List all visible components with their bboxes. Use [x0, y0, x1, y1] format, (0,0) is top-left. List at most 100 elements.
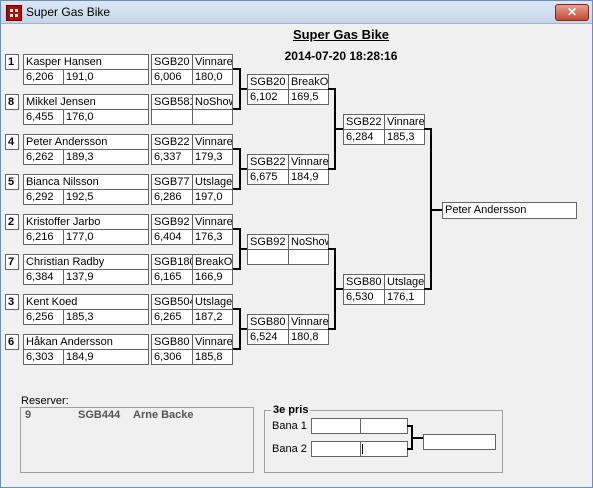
r3-speed-field[interactable]: 176,1: [384, 289, 425, 305]
r2-status-field[interactable]: NoShow: [288, 234, 329, 250]
third-prize-winner-field[interactable]: [423, 434, 496, 450]
heat-status-field[interactable]: BreakOut: [192, 254, 233, 270]
heat-time-field[interactable]: 6,006: [151, 69, 193, 85]
winner-field[interactable]: Peter Andersson: [442, 202, 577, 219]
lane2-label: Bana 2: [272, 443, 307, 455]
rider-time-field[interactable]: 6,256: [23, 309, 64, 325]
bracket-connector: [328, 248, 336, 250]
r3-code-field[interactable]: SGB22: [343, 114, 385, 130]
heat-time-field[interactable]: 6,286: [151, 189, 193, 205]
rider-time-field[interactable]: 6,384: [23, 269, 64, 285]
rider-speed-field[interactable]: 176,0: [63, 109, 149, 125]
rider-speed-field[interactable]: 184,9: [63, 349, 149, 365]
heat-time-field[interactable]: 6,265: [151, 309, 193, 325]
bike-code-field[interactable]: SGB77: [151, 174, 193, 190]
r3-status-field[interactable]: Utslagen: [384, 274, 425, 290]
bike-code-field[interactable]: SGB22: [151, 134, 193, 150]
bike-code-field[interactable]: SGB20: [151, 54, 193, 70]
r2-speed-field[interactable]: [288, 249, 329, 265]
bracket-connector: [328, 88, 336, 90]
r2-speed-field[interactable]: 184,9: [288, 169, 329, 185]
third-prize-label: 3e pris: [271, 404, 311, 416]
r2-status-field[interactable]: Vinnare: [288, 154, 329, 170]
heat-time-field[interactable]: 6,306: [151, 349, 193, 365]
r2-status-field[interactable]: BreakOut: [288, 74, 329, 90]
heat-status-field[interactable]: Vinnare: [192, 214, 233, 230]
rider-speed-field[interactable]: 185,3: [63, 309, 149, 325]
heat-status-field[interactable]: NoShow: [192, 94, 233, 110]
rider-name-field[interactable]: Kent Koed: [23, 294, 149, 310]
r2-code-field[interactable]: SGB22: [247, 154, 289, 170]
rider-time-field[interactable]: 6,262: [23, 149, 64, 165]
bike-code-field[interactable]: SGB92: [151, 214, 193, 230]
rider-time-field[interactable]: 6,455: [23, 109, 64, 125]
rider-speed-field[interactable]: 177,0: [63, 229, 149, 245]
heat-speed-field[interactable]: 180,0: [192, 69, 233, 85]
text-cursor: [362, 444, 363, 454]
r2-time-field[interactable]: 6,102: [247, 89, 289, 105]
heat-status-field[interactable]: Utslagen: [192, 174, 233, 190]
rider-speed-field[interactable]: 191,0: [63, 69, 149, 85]
rider-name-field[interactable]: Mikkel Jensen: [23, 94, 149, 110]
bike-code-field[interactable]: SGB504: [151, 294, 193, 310]
heat-time-field[interactable]: [151, 109, 193, 125]
rider-name-field[interactable]: Kasper Hansen: [23, 54, 149, 70]
bracket-connector: [334, 128, 343, 130]
rider-name-field[interactable]: Håkan Andersson: [23, 334, 149, 350]
heat-time-field[interactable]: 6,165: [151, 269, 193, 285]
rider-name-field[interactable]: Bianca Nilsson: [23, 174, 149, 190]
r2-code-field[interactable]: SGB20: [247, 74, 289, 90]
bracket-connector: [328, 328, 336, 330]
r3-time-field[interactable]: 6,530: [343, 289, 385, 305]
r2-speed-field[interactable]: 169,5: [288, 89, 329, 105]
rider-speed-field[interactable]: 137,9: [63, 269, 149, 285]
lane2-status-field[interactable]: [360, 441, 408, 457]
r2-time-field[interactable]: 6,675: [247, 169, 289, 185]
third-prize-group: [264, 410, 503, 473]
rider-speed-field[interactable]: 189,3: [63, 149, 149, 165]
heat-status-field[interactable]: Vinnare: [192, 134, 233, 150]
heat-status-field[interactable]: Vinnare: [192, 54, 233, 70]
heat-status-field[interactable]: Utslagen: [192, 294, 233, 310]
heat-time-field[interactable]: 6,404: [151, 229, 193, 245]
heat-speed-field[interactable]: 166,9: [192, 269, 233, 285]
r3-time-field[interactable]: 6,284: [343, 129, 385, 145]
r2-code-field[interactable]: SGB80: [247, 314, 289, 330]
reserves-list[interactable]: 9 SGB444 Arne Backe: [20, 407, 254, 473]
reserves-label: Reserver:: [21, 395, 69, 407]
r2-code-field[interactable]: SGB92: [247, 234, 289, 250]
bracket-connector: [233, 188, 241, 190]
heat-speed-field[interactable]: 187,2: [192, 309, 233, 325]
heat-speed-field[interactable]: 185,8: [192, 349, 233, 365]
close-button[interactable]: ✕: [555, 4, 589, 21]
r2-time-field[interactable]: [247, 249, 289, 265]
heat-speed-field[interactable]: 176,3: [192, 229, 233, 245]
heat-time-field[interactable]: 6,337: [151, 149, 193, 165]
rider-speed-field[interactable]: 192,5: [63, 189, 149, 205]
rider-name-field[interactable]: Christian Radby: [23, 254, 149, 270]
rider-time-field[interactable]: 6,216: [23, 229, 64, 245]
heat-status-field[interactable]: Vinnare: [192, 334, 233, 350]
r3-code-field[interactable]: SGB80: [343, 274, 385, 290]
rider-name-field[interactable]: Peter Andersson: [23, 134, 149, 150]
bike-code-field[interactable]: SGB80: [151, 334, 193, 350]
rider-name-field[interactable]: Kristoffer Jarbo: [23, 214, 149, 230]
lane1-status-field[interactable]: [360, 418, 408, 434]
r2-time-field[interactable]: 6,524: [247, 329, 289, 345]
window-title: Super Gas Bike: [26, 5, 111, 19]
r3-speed-field[interactable]: 185,3: [384, 129, 425, 145]
lane1-code-field[interactable]: [311, 418, 361, 434]
r2-speed-field[interactable]: 180,8: [288, 329, 329, 345]
bike-code-field[interactable]: SGB180: [151, 254, 193, 270]
heat-speed-field[interactable]: 179,3: [192, 149, 233, 165]
r3-status-field[interactable]: Vinnare: [384, 114, 425, 130]
r2-status-field[interactable]: Vinnare: [288, 314, 329, 330]
heat-speed-field[interactable]: [192, 109, 233, 125]
rider-time-field[interactable]: 6,303: [23, 349, 64, 365]
rider-time-field[interactable]: 6,206: [23, 69, 64, 85]
bike-code-field[interactable]: SGB581: [151, 94, 193, 110]
lane2-code-field[interactable]: [311, 441, 361, 457]
heat-speed-field[interactable]: 197,0: [192, 189, 233, 205]
reserve-name: Arne Backe: [133, 409, 194, 421]
rider-time-field[interactable]: 6,292: [23, 189, 64, 205]
